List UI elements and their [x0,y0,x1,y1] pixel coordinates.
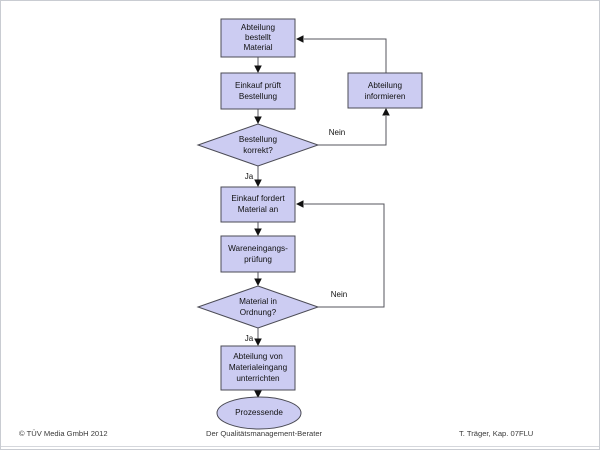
edge-label-nein-1: Nein [329,128,345,137]
node-label-line: Bestellung [239,135,278,144]
connector-n6-to-n7 [254,272,262,286]
footer-publication: Der Qualitätsmanagement-Berater [206,429,323,438]
node-label-line: Material in [239,297,277,306]
node-bestellung-korrekt-decision[interactable]: Bestellung korrekt? [196,123,320,167]
footer-author-chapter: T. Träger, Kap. 07FLU [459,429,534,438]
node-label-line: Abteilung von [233,352,283,361]
node-label-line: Ordnung? [240,308,277,317]
node-abteilung-von-materialeingang-unterrichten[interactable]: Abteilung von Materialeingang unterricht… [220,345,296,391]
node-label-line: Material [243,43,272,52]
node-abteilung-bestellt-material[interactable]: Abteilung bestellt Material [220,18,296,58]
connector-n1-to-n2 [254,57,262,73]
edge-label-nein-2: Nein [331,290,347,299]
footer-copyright: © TÜV Media GmbH 2012 [19,429,108,438]
connector-n7-nein-to-n5 [296,200,385,308]
node-label-line: Einkauf fordert [231,194,285,203]
node-label-line: bestellt [245,33,272,42]
connector-n3-ja-to-n5 [254,166,262,187]
node-material-in-ordnung-decision[interactable]: Material in Ordnung? [196,285,320,329]
node-label-line: Wareneingangs- [228,244,288,253]
node-label-line: Bestellung [239,92,278,101]
node-wareneingangspruefung[interactable]: Wareneingangs- prüfung [220,235,296,273]
node-label-line: Einkauf prüft [235,81,282,90]
edge-label-ja-2: Ja [245,334,254,343]
connector-n2-to-n3 [254,109,262,124]
node-label-line: Material an [238,205,279,214]
page-footer: © TÜV Media GmbH 2012 Der Qualitätsmanag… [1,429,599,443]
footer-divider [1,446,599,447]
connector-n5-to-n6 [254,222,262,236]
edge-label-ja-1: Ja [245,172,254,181]
node-einkauf-prueft-bestellung[interactable]: Einkauf prüft Bestellung [220,72,296,110]
node-label-line: korrekt? [243,146,273,155]
node-prozessende-terminator[interactable]: Prozessende [216,396,302,430]
node-label-line: Materialeingang [229,363,288,372]
node-label-line: Prozessende [235,408,283,417]
node-label-line: Abteilung [241,23,276,32]
node-label-line: prüfung [244,255,272,264]
node-einkauf-fordert-material-an[interactable]: Einkauf fordert Material an [220,186,296,223]
node-label-line: Abteilung [368,81,403,90]
connector-n4-to-n1 [296,35,387,73]
node-label-line: informieren [365,92,406,101]
connector-n3-nein-to-n4 [318,108,390,146]
node-abteilung-informieren[interactable]: Abteilung informieren [347,72,423,109]
connector-n7-ja-to-n8 [254,328,262,346]
node-label-line: unterrichten [236,374,280,383]
